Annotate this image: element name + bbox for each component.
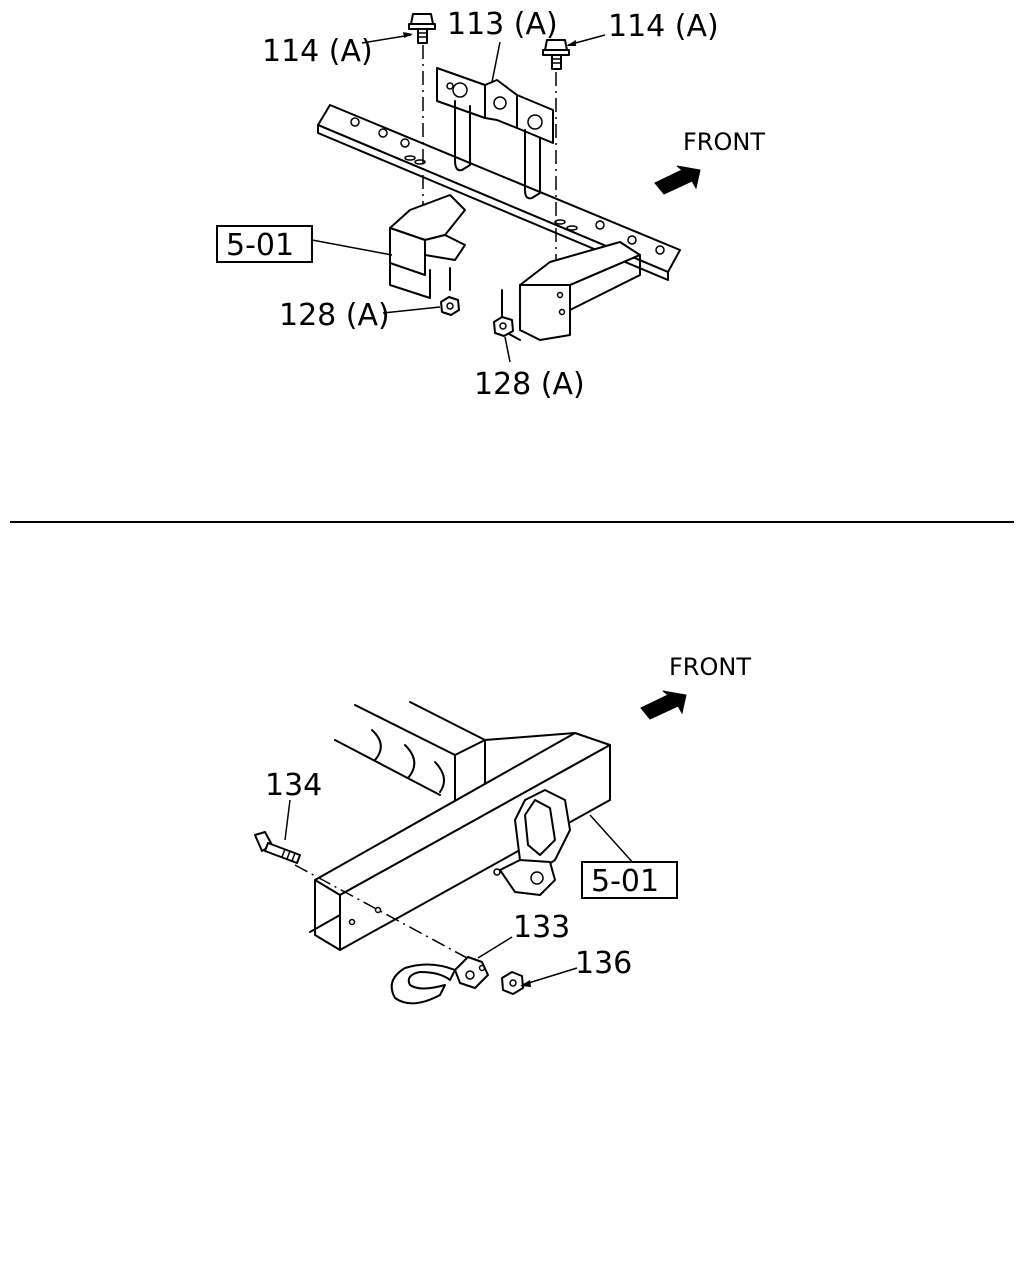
frame-rail-right <box>501 241 641 341</box>
bolt-134-icon <box>254 831 301 864</box>
front-arrow-upper-icon <box>654 165 701 195</box>
bolt-114a-right-icon <box>542 39 570 70</box>
label-front-lower: FRONT <box>669 653 751 681</box>
label-nut-128a-bottom: 128 (A) <box>474 367 585 402</box>
label-nut-128a-left: 128 (A) <box>279 298 390 333</box>
label-bolt-134: 134 <box>265 768 322 803</box>
label-front-upper: FRONT <box>683 128 765 156</box>
label-bolt-114a-right: 114 (A) <box>608 9 719 44</box>
frame-rail-left <box>389 194 466 299</box>
ref-box-lower <box>581 861 678 899</box>
label-ref-5-01-upper: 5-01 <box>226 228 294 263</box>
tow-bracket-lower <box>493 789 571 896</box>
tow-hook-133-icon <box>390 956 489 1005</box>
bolt-114a-left-icon <box>408 13 436 44</box>
label-bolt-114a-left: 114 (A) <box>262 34 373 69</box>
upper-diagram: 114 (A) 113 (A) 114 (A) FRONT 5-01 128 (… <box>216 7 765 402</box>
label-hook-133: 133 <box>513 910 570 945</box>
nut-128a-left-icon <box>440 296 460 316</box>
lower-diagram: FRONT 134 5-01 133 136 <box>254 653 751 1005</box>
label-ref-5-01-lower: 5-01 <box>591 864 659 899</box>
nut-136-icon <box>501 971 524 995</box>
nut-128a-bottom-icon <box>493 316 514 337</box>
label-bracket-113a: 113 (A) <box>447 7 558 42</box>
label-nut-136: 136 <box>575 946 632 981</box>
bracket-113a <box>436 67 554 200</box>
front-arrow-lower-icon <box>640 690 687 720</box>
ref-box-upper <box>216 225 313 263</box>
cross-member-rail <box>317 104 681 281</box>
